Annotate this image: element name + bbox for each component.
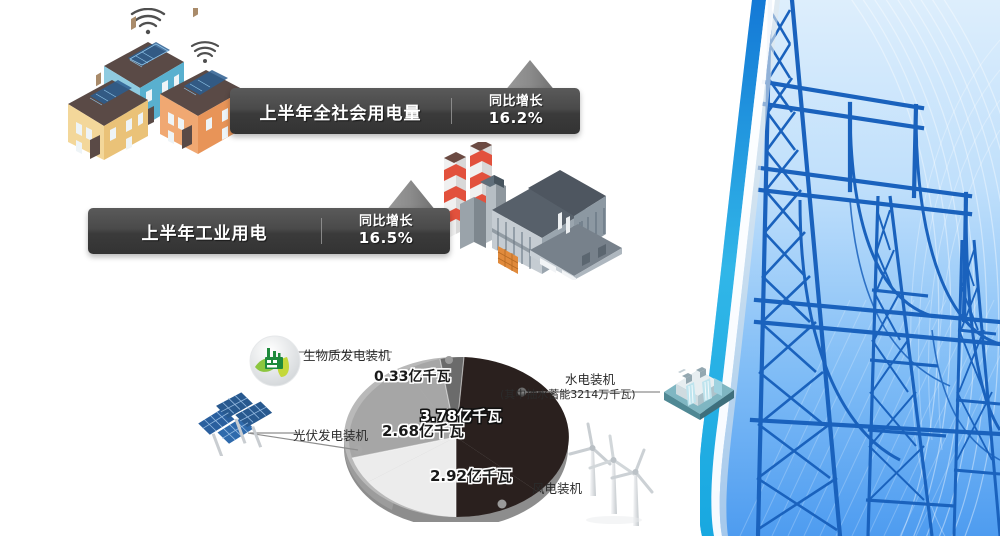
banner-society-metric-value: 16.2% [488,108,544,127]
house-yellow [68,72,148,160]
hydro-dam-illustration [658,356,740,420]
residential-houses-illustration [60,3,260,160]
biomass-badge [247,333,303,389]
pie-label-hydro: 3.78亿千瓦 [420,407,503,425]
banner-society-metric-label: 同比增长 [488,94,543,110]
category-label-wind: 风电装机 [532,481,583,496]
banner-industrial-title: 上半年工业用电 [141,223,268,244]
leader-dot-solar [353,445,363,455]
wifi-signal-icon [190,41,220,63]
factory-illustration [430,140,622,282]
power-pylon-icon [700,0,1000,536]
banner-divider [451,98,452,124]
pie-svg [344,356,569,528]
house-orange [160,3,244,154]
banner-industrial-metric-label: 同比增长 [358,214,413,230]
pie-label-biomass: 0.33亿千瓦 [374,369,451,385]
biomass-plant-icon [249,335,301,387]
banner-society-power[interactable]: 上半年全社会用电量 同比增长 16.2% [230,88,580,134]
banner-divider [321,218,322,244]
hydro-dam-icon [664,367,734,420]
power-pylon-illustration [700,0,1000,536]
wind-turbines-illustration [566,420,676,532]
category-label-hydro: 水电装机 [565,372,616,387]
solar-panel-icon [198,392,273,457]
wifi-signal-icon [130,7,166,35]
banner-industrial-power[interactable]: 上半年工业用电 同比增长 16.5% [88,208,450,254]
solar-panels-illustration [192,392,288,457]
banner-industrial-metric: 同比增长 16.5% [322,214,450,247]
wind-turbine-icon [568,422,654,526]
factory-icon [444,140,622,282]
banner-industrial-metric-value: 16.5% [358,228,414,247]
category-label-solar: 光伏发电装机 [293,428,369,443]
category-label-biomass: 生物质发电装机 [303,348,391,363]
leader-dot-wind [497,499,507,509]
factory-annex [530,212,622,282]
leader-dot-biomass [445,356,453,364]
banner-society-metric: 同比增长 16.2% [452,94,580,127]
category-note-hydro: (其中抽水蓄能3214万千瓦) [500,388,636,401]
pie-label-solar: 2.68亿千瓦 [382,422,465,440]
capacity-pie-chart [336,352,576,528]
banner-society-title: 上半年全社会用电量 [259,103,422,124]
residential-houses-icon [68,3,244,160]
pie-label-wind: 2.92亿千瓦 [430,467,513,485]
